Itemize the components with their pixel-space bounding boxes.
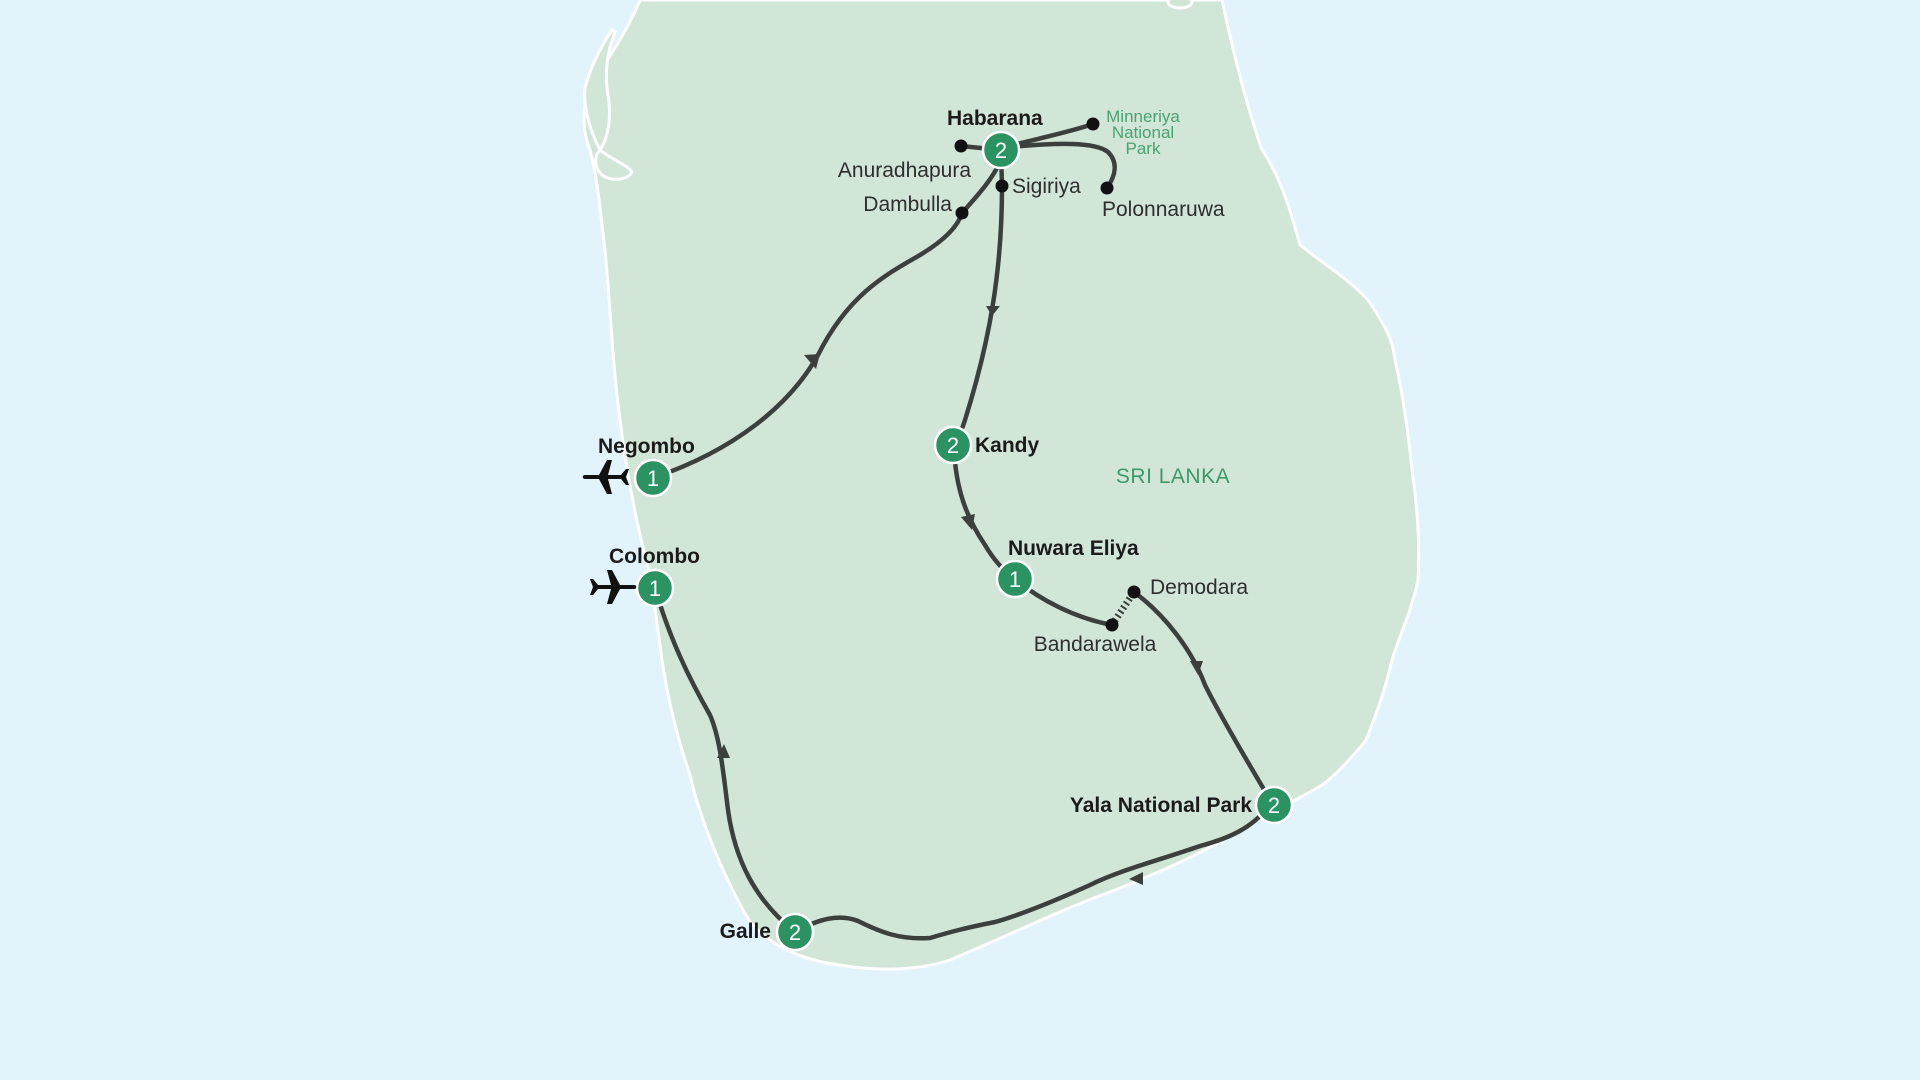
nights-badge-galle: 2 bbox=[775, 912, 815, 952]
waypoint-dot-dambulla bbox=[955, 206, 969, 220]
park-label-line1: Minneriya bbox=[1106, 107, 1180, 126]
airplane-departure-icon bbox=[590, 570, 637, 604]
place-label-sigiriya: Sigiriya bbox=[1012, 175, 1081, 198]
stop-label-habarana: Habarana bbox=[947, 107, 1043, 130]
stop-label-yala: Yala National Park bbox=[1070, 794, 1252, 817]
waypoint-dot-bandarawela bbox=[1105, 618, 1119, 632]
svg-text:2: 2 bbox=[789, 920, 801, 945]
svg-text:1: 1 bbox=[649, 576, 661, 601]
nights-badge-negombo: 1 bbox=[633, 458, 673, 498]
country-label: SRI LANKA bbox=[1116, 465, 1230, 488]
stop-label-kandy: Kandy bbox=[975, 434, 1040, 457]
route-habarana-polonnaruwa bbox=[998, 141, 1117, 191]
place-label-anuradhapura: Anuradhapura bbox=[838, 159, 971, 182]
direction-arrow bbox=[1129, 872, 1143, 885]
mannar-island bbox=[594, 147, 634, 181]
svg-text:2: 2 bbox=[947, 433, 959, 458]
park-label-line3: Park bbox=[1126, 139, 1161, 158]
place-label-demodara: Demodara bbox=[1150, 576, 1248, 599]
islet bbox=[1166, 0, 1194, 10]
waypoint-dot-polonnaruwa bbox=[1100, 181, 1114, 195]
svg-text:2: 2 bbox=[1268, 793, 1280, 818]
nights-badge-yala: 2 bbox=[1254, 785, 1294, 825]
nights-badge-colombo: 1 bbox=[635, 568, 675, 608]
airplane-arrival-icon bbox=[582, 460, 629, 494]
park-label-line2: National bbox=[1112, 123, 1174, 142]
place-label-dambulla: Dambulla bbox=[863, 193, 952, 216]
route-galle-colombo bbox=[652, 585, 798, 935]
nights-badge-nuwara-eliya: 1 bbox=[995, 559, 1035, 599]
svg-text:1: 1 bbox=[1009, 567, 1021, 592]
direction-arrow bbox=[1190, 661, 1203, 675]
route-yala-galle bbox=[792, 802, 1273, 941]
stop-label-galle: Galle bbox=[720, 920, 771, 943]
nights-badge-habarana: 2 bbox=[981, 130, 1021, 170]
direction-arrow bbox=[986, 306, 1000, 316]
svg-text:1: 1 bbox=[647, 466, 659, 491]
waypoint-dot-demodara bbox=[1127, 585, 1141, 599]
place-label-polonnaruwa: Polonnaruwa bbox=[1102, 198, 1225, 221]
direction-arrow bbox=[804, 354, 820, 369]
direction-arrow bbox=[961, 514, 975, 530]
direction-arrow bbox=[717, 744, 730, 758]
waypoint-dot-sigiriya bbox=[995, 179, 1009, 193]
sri-lanka-landmass bbox=[582, 0, 1421, 971]
svg-text:2: 2 bbox=[995, 138, 1007, 163]
rail-bandarawela-demodara bbox=[1109, 590, 1137, 627]
waypoint-dot-anuradhapura bbox=[954, 139, 968, 153]
stop-label-nuwara-eliya: Nuwara Eliya bbox=[1008, 537, 1139, 560]
route-demodara-yala bbox=[1131, 589, 1273, 803]
stop-label-colombo: Colombo bbox=[609, 545, 700, 568]
nights-badge-kandy: 2 bbox=[933, 425, 973, 465]
stop-label-negombo: Negombo bbox=[598, 435, 695, 458]
waypoint-dot-minneriya bbox=[1086, 117, 1100, 131]
place-label-bandarawela: Bandarawela bbox=[1034, 633, 1157, 656]
route-negombo-dambulla bbox=[650, 210, 965, 481]
